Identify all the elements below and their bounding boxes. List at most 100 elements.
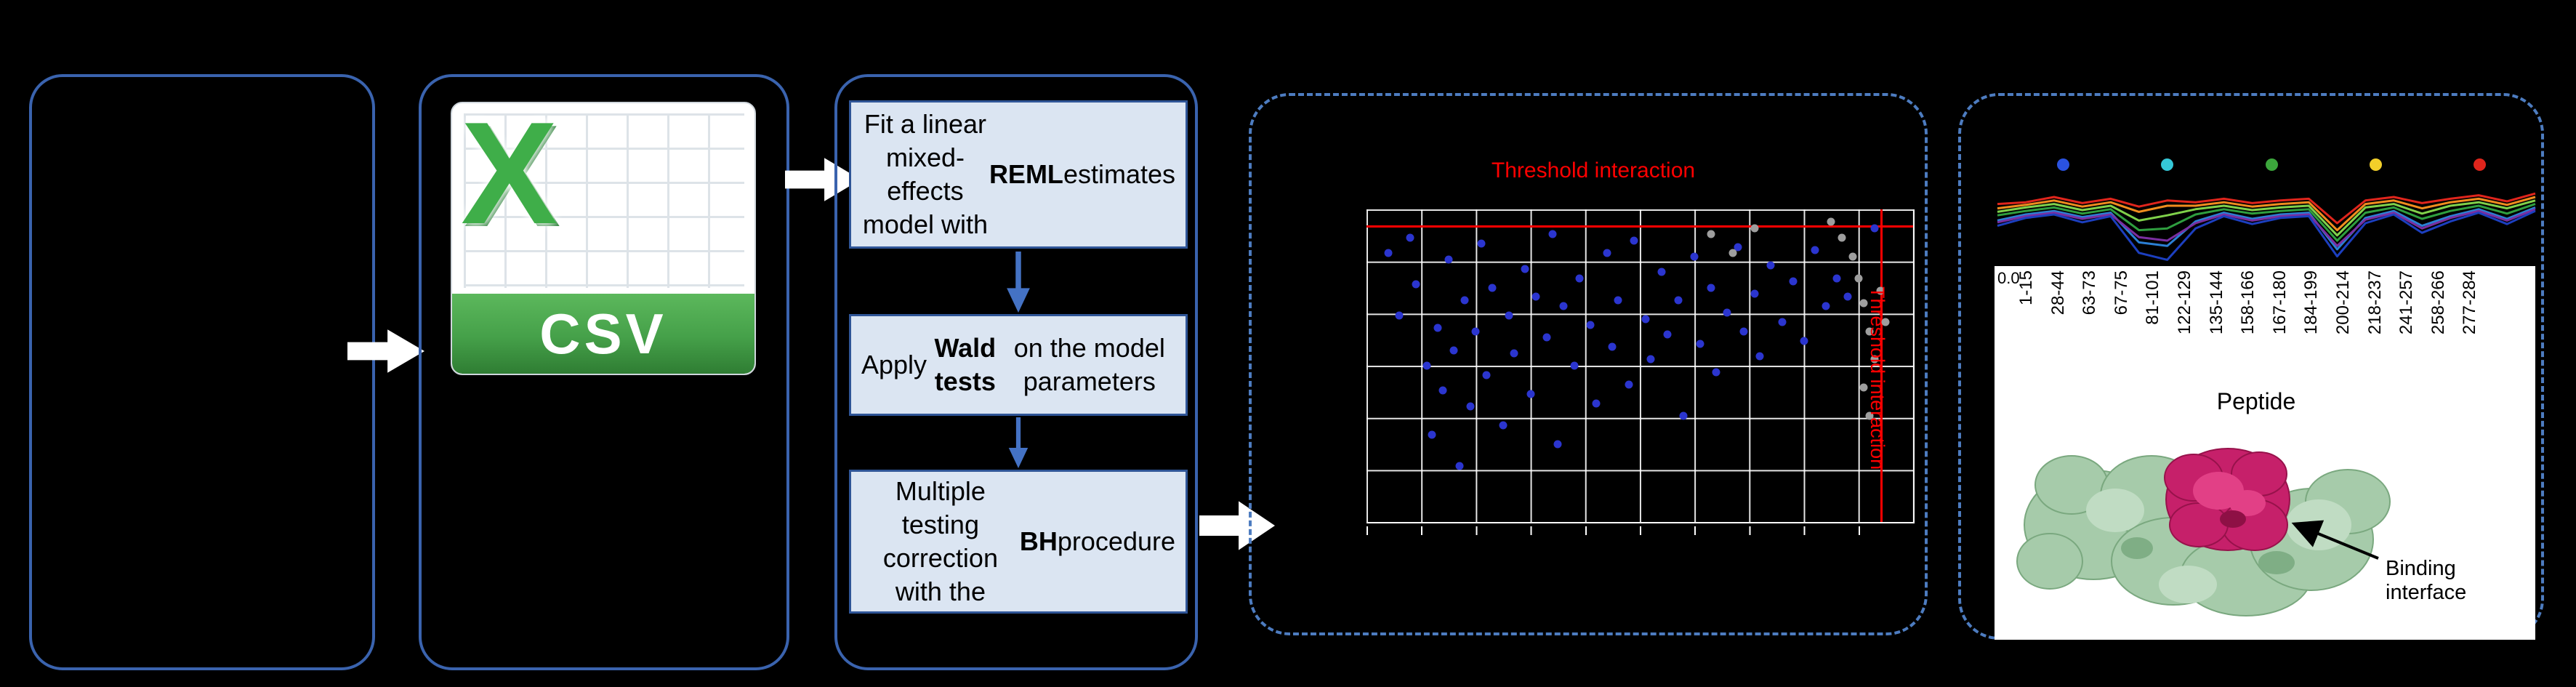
scatter-point-blue [1406,233,1414,242]
peptide-tick-label: 63-73 [2080,270,2100,316]
scatter-point-blue [1707,284,1715,292]
scatter-point-blue [1505,311,1513,320]
peptide-tick-label: 135-144 [2206,270,2226,335]
scatter-point-blue [1526,390,1535,398]
scatter-point-blue [1800,337,1808,345]
deuteration-series [1997,208,2536,247]
legend-dot [2369,158,2382,171]
panel-input [29,74,375,670]
scatter-point-gray [1827,217,1835,226]
csv-ribbon: CSV [452,294,754,374]
step-2-bold: Wald tests [934,332,997,396]
scatter-point-blue [1542,333,1551,342]
deuteration-series [1997,203,2536,242]
scatter-point-gray [1848,252,1857,260]
down-arrow-icon [1008,417,1029,468]
threshold-right-label: Threshold interaction [1867,286,1888,470]
scatter-point-blue [1477,239,1486,248]
scatter-point-blue [1548,230,1557,238]
scatter-point-blue [1750,289,1759,298]
step-1-post: estimates [1063,158,1175,189]
panel-csv: X CSV [419,74,789,670]
scatter-point-blue [1811,246,1819,254]
scatter-point-gray [1750,224,1759,233]
scatter-point-blue [1625,380,1633,389]
peptide-tick-label: 184-199 [2301,270,2322,335]
scatter-point-blue [1460,296,1469,305]
scatter-point-blue [1592,399,1601,408]
scatter-point-gray [1838,233,1846,242]
scatter-point-blue [1428,430,1436,439]
scatter-point-blue [1822,302,1830,310]
scatter-point-blue [1499,421,1508,430]
scatter-point-blue [1778,318,1787,326]
scatter-point-gray [1870,355,1879,363]
scatter-point-blue [1679,411,1688,420]
step-box-reml: Fit a linear mixed-effects model with RE… [849,100,1188,249]
peptide-tick-label: 200-214 [2333,270,2353,335]
legend-dot [2161,158,2174,171]
scatter-point-blue [1663,330,1672,339]
deuteration-series [1997,192,2536,225]
step-2-text: Apply [861,349,927,379]
step-3-post: procedure [1057,526,1175,556]
deuteration-series [1997,209,2536,261]
deuteration-series [1997,199,2536,237]
scatter-point-blue [1553,440,1562,448]
scatter-point-blue [1510,349,1518,358]
scatter-point-blue [1466,402,1475,411]
scatter-plot [1367,209,1915,523]
scatter-point-gray [1876,286,1885,295]
peptide-tick-label: 81-101 [2143,270,2163,325]
csv-label: CSV [539,301,667,366]
scatter-point-gray [1865,327,1874,336]
scatter-point-blue [1696,340,1704,348]
scatter-point-blue [1438,386,1447,395]
scatter-point-gray [1859,383,1868,392]
peptide-tick-label: 241-257 [2396,270,2417,335]
scatter-point-blue [1843,292,1852,301]
scatter-point-blue [1575,274,1584,283]
legend-dot [2057,158,2069,171]
scatter-point-blue [1433,324,1442,332]
step-box-bh: Multiple testing correction with the BH … [849,470,1188,614]
scatter-point-blue [1422,361,1431,370]
scatter-point-blue [1444,255,1453,264]
peptide-tick-label: 218-237 [2364,270,2385,335]
peptide-tick-label: 1-15 [2016,270,2036,306]
peptide-tick-label: 28-44 [2048,270,2068,316]
scatter-point-blue [1471,327,1480,336]
peptide-tick-label: 258-266 [2428,270,2448,335]
deuteration-line-chart [1997,192,2536,261]
scatter-point-blue [1870,224,1879,233]
scatter-point-gray [1854,274,1863,283]
scatter-point-gray [1859,299,1868,308]
scatter-point-blue [1674,296,1683,305]
scatter-point-gray [1707,230,1715,238]
scatter-point-blue [1657,268,1666,276]
scatter-point-blue [1482,371,1491,379]
y-axis-tick: 0.0 [1997,269,2020,287]
peptide-tick-label: 277-284 [2460,270,2480,335]
binding-interface-magenta [2164,448,2290,551]
peptide-tick-label: 158-166 [2238,270,2258,335]
panel-scatter: Threshold interaction Threshold interact… [1249,93,1928,635]
deuteration-series [1997,196,2536,232]
condition-legend-dots [2057,158,2486,171]
scatter-point-blue [1646,355,1655,363]
spreadsheet-grid [464,113,744,288]
scatter-point-blue [1455,462,1464,470]
scatter-point-gray [1881,318,1890,326]
legend-dot [2474,158,2486,171]
scatter-point-blue [1832,274,1841,283]
scatter-point-blue [1559,302,1568,310]
scatter-point-blue [1531,292,1540,301]
threshold-interaction-label: Threshold interaction [1491,158,1696,182]
scatter-point-blue [1641,315,1650,323]
step-1-bold: REML [989,158,1063,189]
peptide-tick-label: 122-129 [2175,270,2194,335]
scatter-point-blue [1412,280,1420,289]
scatter-point-blue [1630,236,1638,245]
